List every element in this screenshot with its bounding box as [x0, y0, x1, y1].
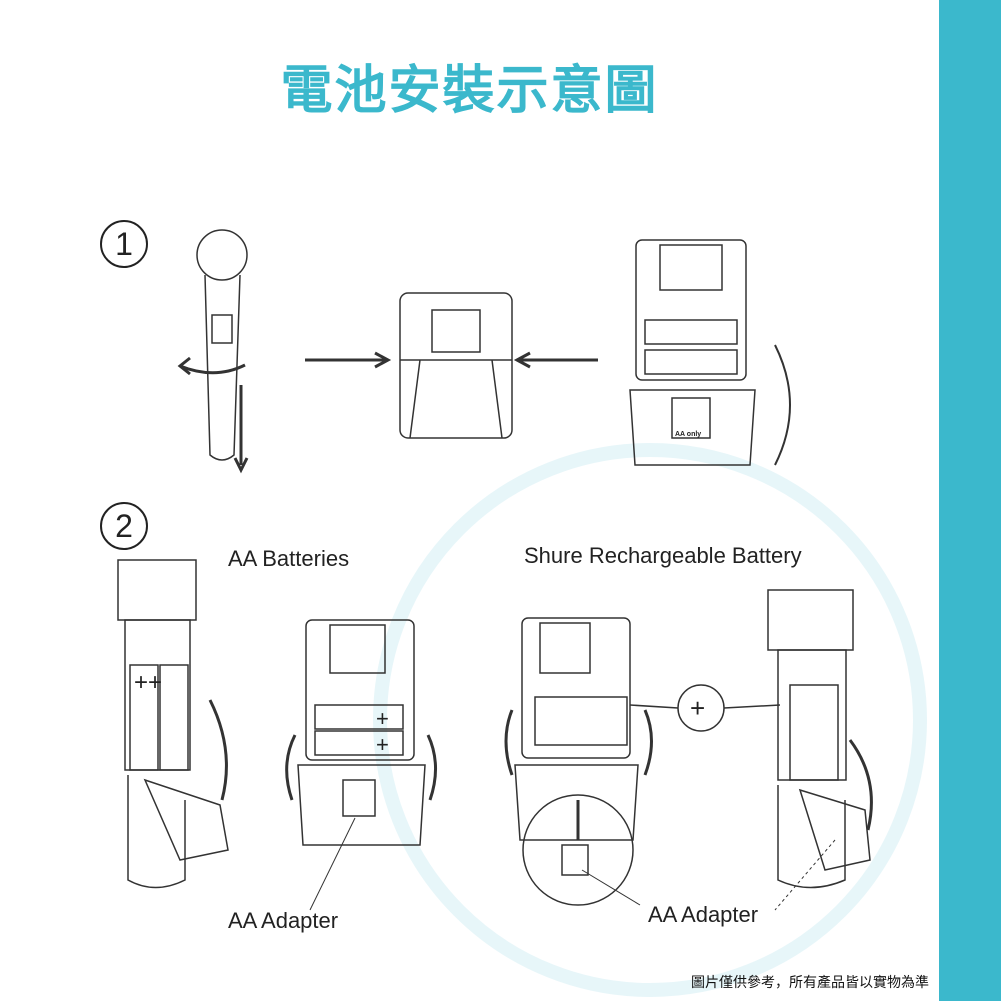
step-2-badge: 2	[100, 502, 148, 550]
svg-text:++: ++	[134, 669, 162, 696]
accent-sidebar	[939, 0, 1001, 1001]
handheld-aa-illustration: ++	[117, 559, 229, 889]
aa-adapter-label-left: AA Adapter	[228, 908, 339, 933]
shure-rechargeable-label: Shure Rechargeable Battery	[524, 543, 802, 568]
page-title: 電池安裝示意圖	[280, 61, 659, 121]
step-1-badge: 1	[100, 220, 148, 268]
disclaimer-footnote: 圖片僅供參考，所有產品皆以實物為準	[691, 975, 929, 991]
handheld-rechargeable-illustration	[767, 589, 873, 911]
open-bodypack-illustration: AA only	[629, 239, 791, 466]
watermark	[373, 443, 927, 997]
aa-adapter-label-right: AA Adapter	[648, 902, 759, 927]
aa-only-adapter-text: AA only	[675, 431, 701, 438]
bodypack-rechargeable-illustration: +	[504, 617, 781, 906]
battery-diagram: AA only ++ + + +	[117, 229, 927, 997]
bodypack-illustration	[305, 292, 598, 439]
bodypack-aa-illustration: + +	[285, 619, 438, 911]
svg-text:+: +	[690, 693, 705, 723]
svg-text:+: +	[376, 706, 389, 731]
handheld-mic-illustration	[177, 229, 249, 474]
aa-batteries-label: AA Batteries	[228, 546, 350, 571]
svg-text:+: +	[376, 732, 389, 757]
